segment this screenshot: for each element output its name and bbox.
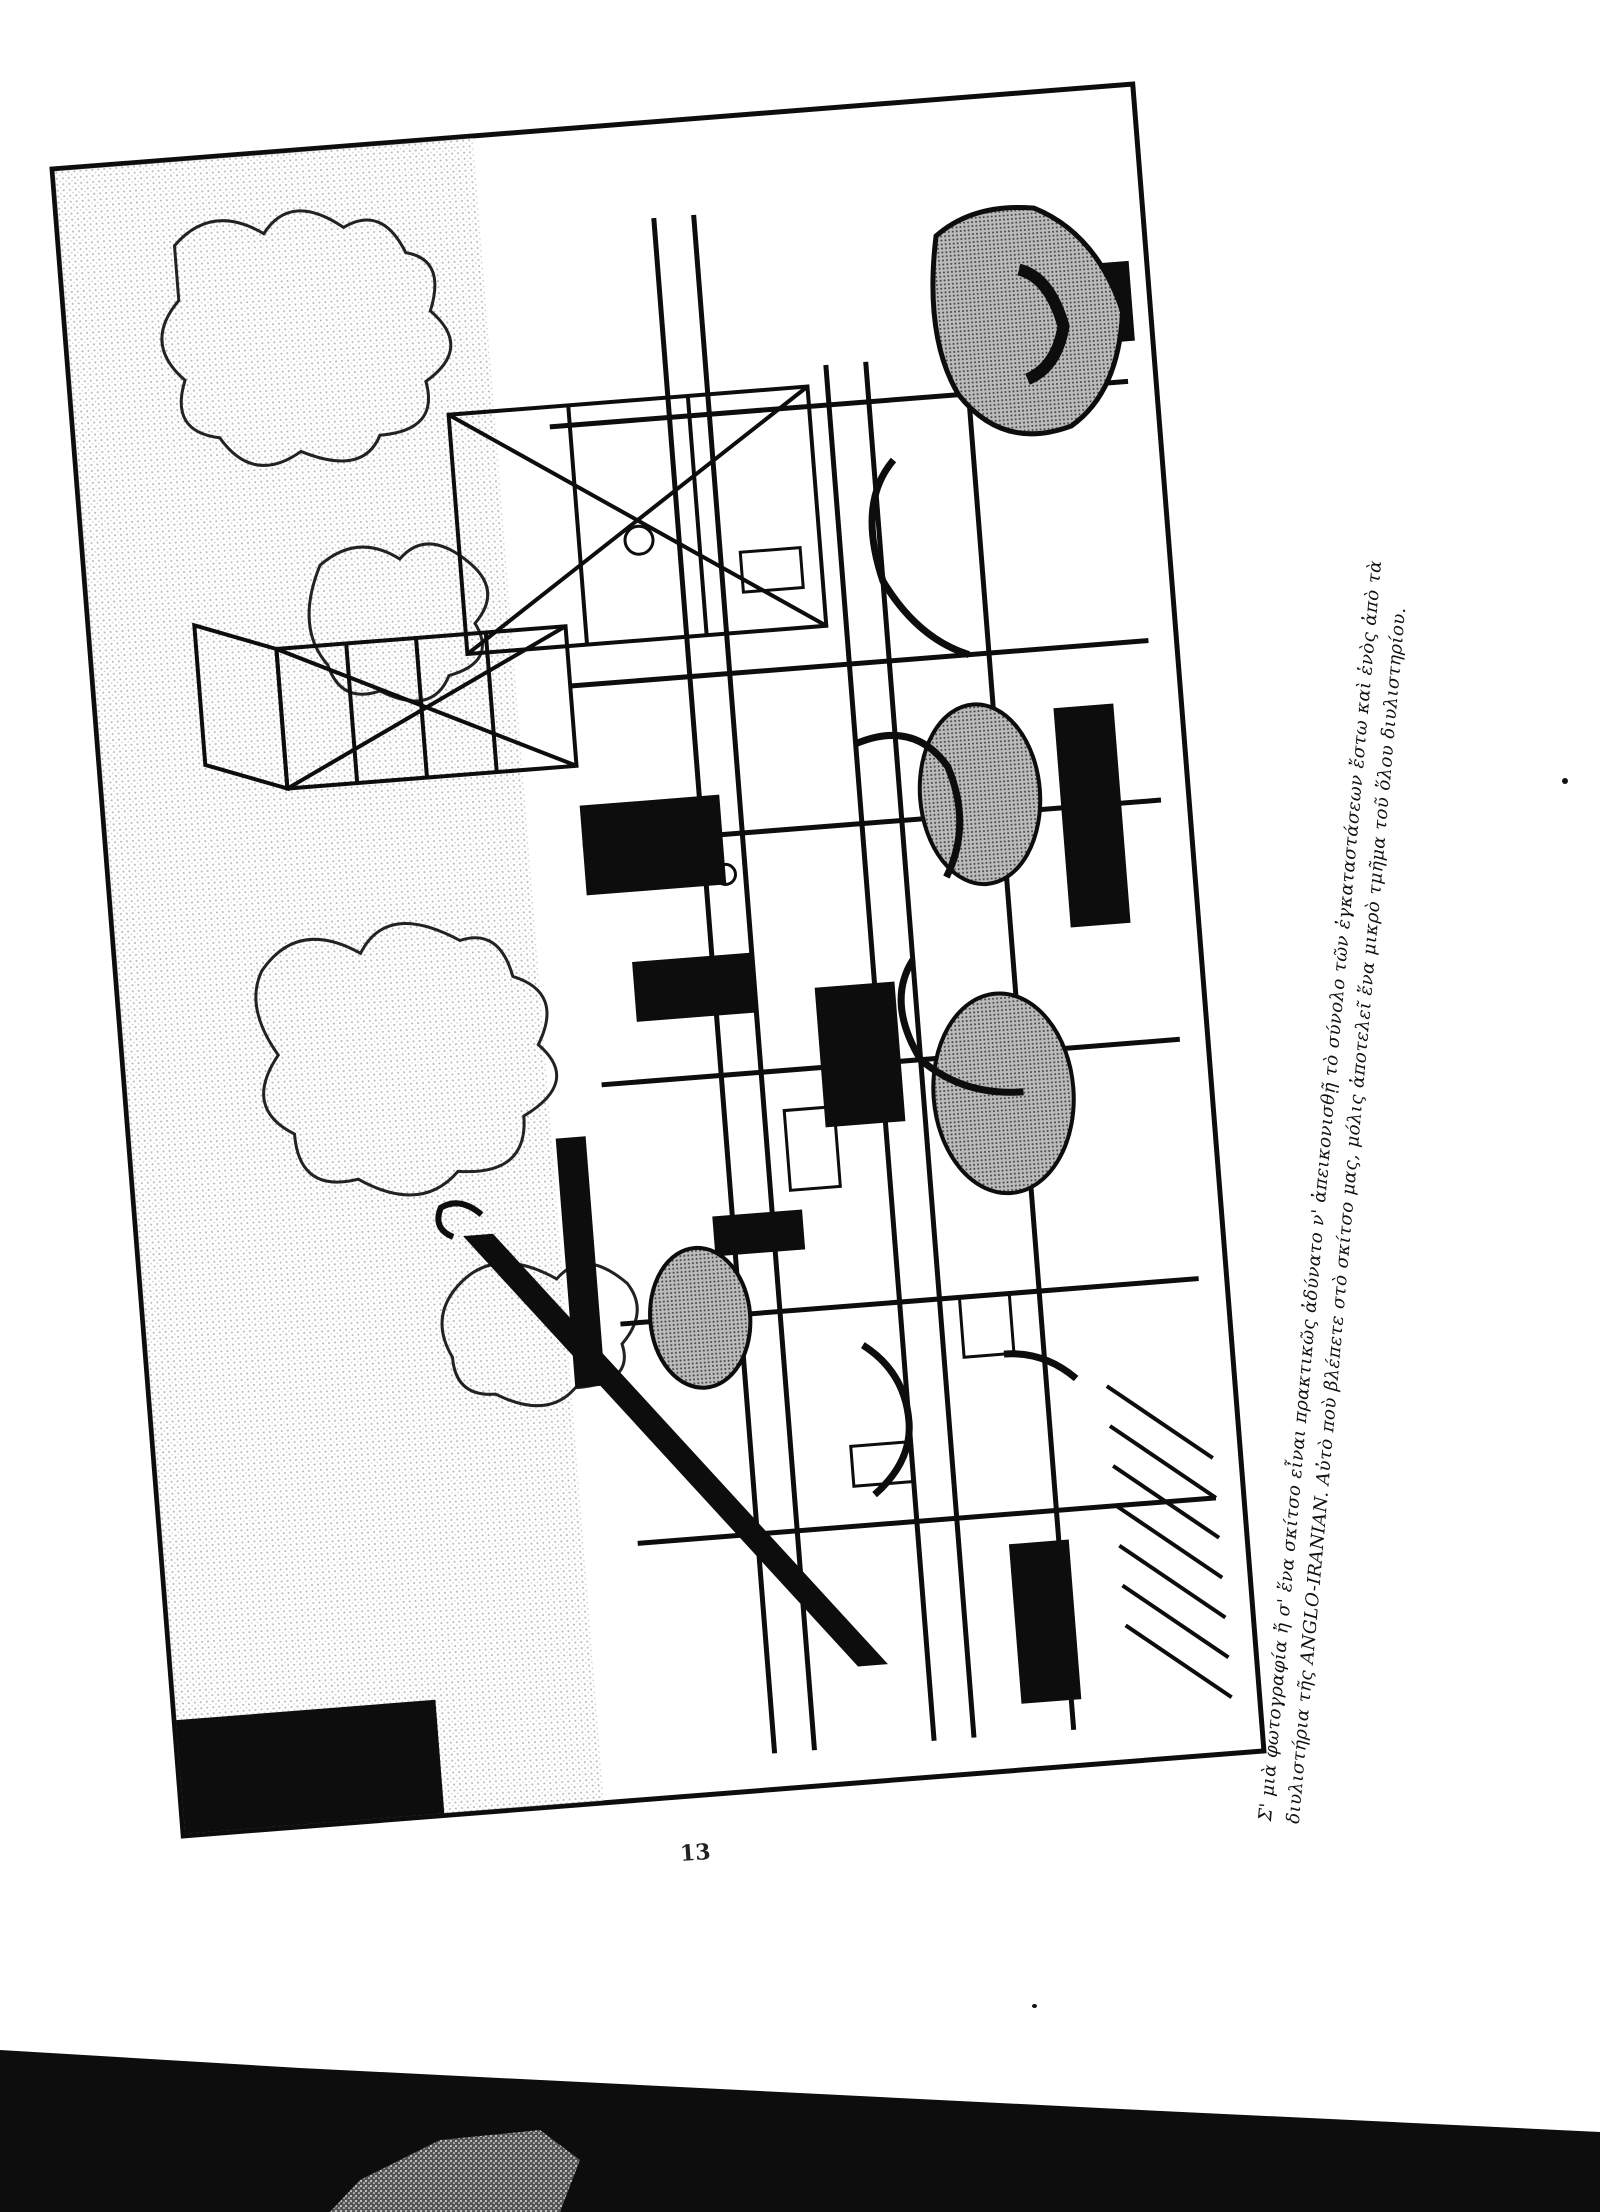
scan-edge-shadow (0, 2050, 1600, 2212)
photo-caption: Σ' μιὰ φωτογραφία ἤ σ' ἕνα σκίτσο εἶναι … (1252, 166, 1452, 1825)
refinery-illustration (49, 81, 1267, 1839)
refinery-sketch-svg (49, 81, 1267, 1839)
ink-speck (1032, 2004, 1037, 2008)
ink-speck (1562, 778, 1568, 784)
page-number: 13 (679, 1838, 712, 1868)
caption-line-2: διυλιστήρια τῆς ANGLO-IRANIAN. Αὐτὸ ποὺ … (1282, 606, 1411, 1825)
scan-bottom-edge (0, 2050, 1600, 2212)
caption-line-1: Σ' μιὰ φωτογραφία ἤ σ' ἕνα σκίτσο εἶναι … (1254, 559, 1387, 1823)
